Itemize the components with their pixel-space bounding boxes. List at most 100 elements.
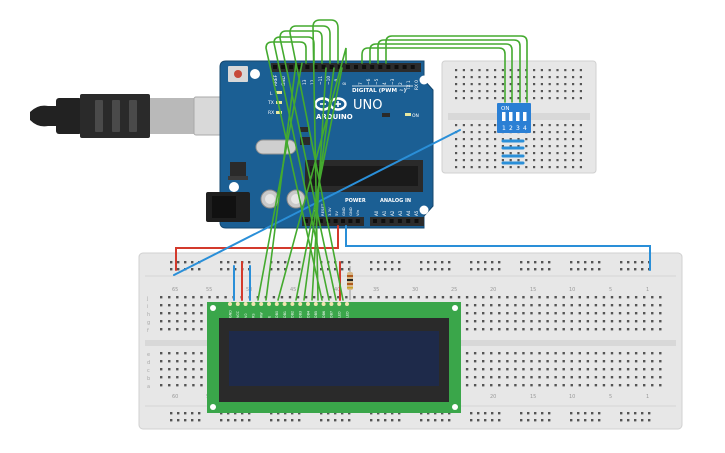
row-letter-a: a (147, 384, 150, 390)
l-led-label: L (270, 91, 273, 97)
pin-label-a5: A5 (414, 210, 419, 216)
pin-label-5v: 5V (334, 211, 339, 216)
bb-col-65: 65 (172, 287, 178, 293)
usb-cable (30, 94, 225, 138)
pin-label-a2: A2 (390, 210, 395, 216)
power-jack (206, 192, 250, 222)
pin-label-5: ~5 (374, 78, 380, 85)
lcd-pin-label-db5: DB5 (314, 311, 318, 318)
lcd-pin-label-rw: RW (260, 312, 264, 318)
row-letter-e: e (147, 352, 150, 358)
bb-col-35: 35 (373, 287, 379, 293)
pin-label-11: ~11 (318, 76, 324, 85)
pin-label-a0: A0 (374, 210, 379, 216)
bb-col-b-60: 60 (172, 394, 178, 400)
bb-col-10: 10 (569, 287, 575, 293)
bb-col-55: 55 (206, 287, 212, 293)
digital-header (271, 63, 421, 72)
lcd-pin-label-led-a: LED (338, 311, 342, 318)
pin-label-a3: A3 (398, 210, 403, 216)
pin-label-4: 4 (382, 82, 388, 85)
pin-label-10: ~10 (326, 76, 332, 85)
bb-col-40: 40 (334, 287, 340, 293)
lcd-pin-label-db4: DB4 (306, 311, 310, 318)
row-letter-d: d (147, 360, 150, 366)
resistor (347, 266, 353, 300)
reset-button-cap[interactable] (234, 70, 242, 78)
pin-label-a4: A4 (406, 210, 411, 216)
dip-switch[interactable]: ON 1 2 3 4 (497, 103, 531, 133)
analog-header (370, 217, 424, 226)
row-letter-i: i (147, 304, 148, 310)
pin-label-3v3: 3.3V (327, 207, 332, 216)
lcd-pin-label-db7: DB7 (330, 311, 334, 318)
analog-pin-labels: A0 A1 A2 A3 A4 A5 (374, 210, 419, 216)
digital-header-label: DIGITAL (PWM ~) (352, 88, 407, 94)
bb-col-b-10: 10 (569, 394, 575, 400)
bb-col-b-20: 20 (490, 394, 496, 400)
analog-section-label: ANALOG IN (380, 198, 411, 204)
lcd-pin-label-v0: V0 (244, 314, 248, 318)
lcd-pin-label-db1: DB1 (283, 311, 287, 318)
pin-label-6: ~6 (366, 78, 372, 85)
pin-label-gnd-2: GND (348, 207, 353, 216)
lcd-pin-label-db3: DB3 (299, 311, 303, 318)
pin-label-aref: AREF (273, 74, 279, 86)
dip-toggle-1[interactable] (502, 112, 506, 121)
lcd-pin-label-gnd: GND (228, 310, 232, 318)
breadboard-row-letters: j i h g f e d c b a (146, 296, 150, 390)
dip-toggle-3[interactable] (516, 112, 520, 121)
bb-col-5: 5 (609, 287, 612, 293)
dip-number-2: 2 (509, 125, 513, 132)
pin-label-vin: Vin (355, 209, 360, 216)
pin-label-13: 13 (302, 79, 308, 85)
tx-led-label: TX (267, 100, 274, 106)
dip-number-4: 4 (523, 125, 527, 132)
bb-col-b-15: 15 (530, 394, 536, 400)
pin-label-7: 7 (358, 82, 364, 85)
bb-col-25: 25 (451, 287, 457, 293)
lcd-pin-label-e: E (267, 316, 271, 318)
pin-label-rx0: RX 0 (414, 80, 420, 90)
on-led-label: ON (412, 113, 419, 119)
lcd-16x2: GND VCC V0 RS RW E DB0 DB1 DB2 DB3 DB4 D… (207, 302, 461, 413)
atmega-chip (305, 160, 423, 192)
bb-col-b-1: 1 (646, 394, 649, 400)
arduino-brand-text: ARDUINO (316, 113, 353, 121)
signal-wires (257, 19, 528, 301)
lcd-pin-label-vcc: VCC (236, 310, 240, 318)
pin-label-reset: RESET (320, 203, 325, 216)
power-section-label: POWER (345, 198, 366, 204)
row-letter-g: g (147, 320, 150, 326)
bb-col-15: 15 (530, 287, 536, 293)
pin-label-3: ~3 (390, 78, 396, 85)
lcd-pin-label-db6: DB6 (322, 311, 326, 318)
pin-label-12: 12 (310, 79, 316, 85)
lcd-pin-label-db2: DB2 (291, 311, 295, 318)
dip-switch-on-label: ON (501, 106, 509, 112)
pin-label-tx1: TX 1 (406, 80, 412, 91)
dip-toggle-2[interactable] (509, 112, 513, 121)
lcd-pin-label-db0: DB0 (275, 311, 279, 318)
bb-col-1: 1 (646, 287, 649, 293)
arduino-model-text: UNO (353, 98, 382, 113)
row-letter-f: f (147, 328, 149, 334)
bb-col-45: 45 (290, 287, 296, 293)
pin-label-gnd-1: GND (341, 207, 346, 216)
row-letter-c: c (147, 368, 150, 374)
bb-col-b-5: 5 (609, 394, 612, 400)
voltage-regulator (230, 162, 246, 180)
lcd-pin-row (228, 302, 349, 306)
row-letter-b: b (147, 376, 150, 382)
lcd-pin-label-led-k: LED (345, 311, 349, 318)
lcd-pin-labels: GND VCC V0 RS RW E DB0 DB1 DB2 DB3 DB4 D… (228, 310, 349, 318)
pin-label-2: 2 (398, 82, 404, 85)
crystal-oscillator (255, 139, 297, 155)
dip-toggle-4[interactable] (523, 112, 527, 121)
row-letter-h: h (147, 312, 150, 318)
power-header (302, 217, 364, 226)
bb-col-20: 20 (490, 287, 496, 293)
lcd-pin-label-rs: RS (252, 313, 256, 318)
dip-number-1: 1 (502, 125, 506, 132)
bb-col-30: 30 (412, 287, 418, 293)
